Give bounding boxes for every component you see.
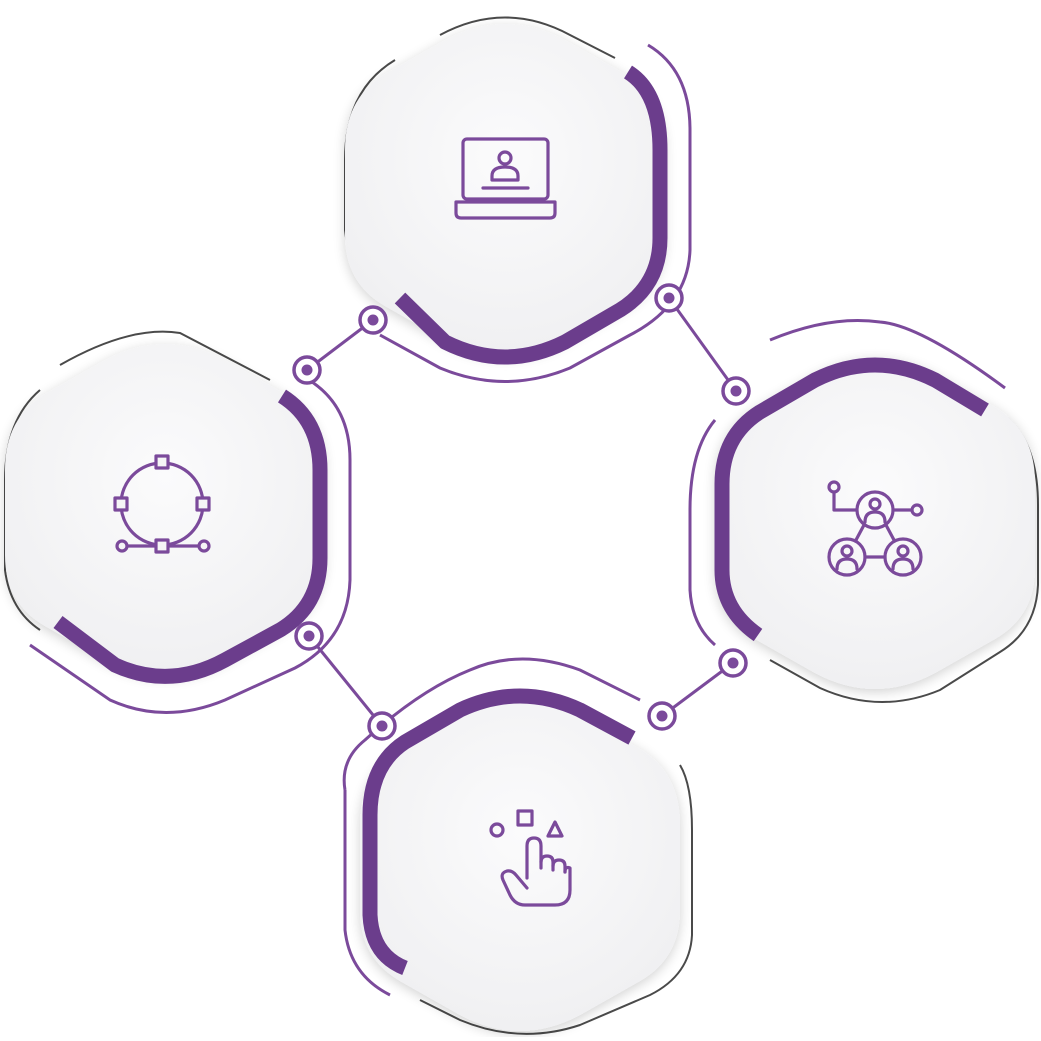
hex-shape-left: [5, 344, 325, 676]
hex-accent-arc-bottom: [362, 688, 636, 975]
hex-outer-ring-bottom-left: [343, 790, 391, 997]
connector-nodes: [292, 283, 751, 741]
connector-node: [721, 376, 751, 406]
connector-node: [294, 621, 324, 651]
connector-node: [654, 283, 684, 313]
hex-shape-right: [715, 357, 1035, 689]
connector-node: [358, 305, 388, 335]
hexagon-node-right: [688, 319, 1039, 703]
connector-node: [718, 648, 748, 678]
hex-accent-ring-left: [29, 373, 352, 714]
hex-outline-left: [59, 330, 271, 381]
hexagon-node-top: [344, 16, 692, 383]
hex-outline-top: [439, 16, 616, 59]
hex-outer-ring-right: [688, 419, 717, 647]
connector-line-right-bottom: [661, 661, 734, 718]
connector-node: [292, 355, 322, 385]
hex-shape-top: [345, 24, 665, 356]
hex-accent-ring-right: [769, 319, 1006, 390]
hex-outline-bottom: [419, 764, 693, 1035]
connector-line-top-right: [667, 297, 738, 392]
hex-accent-ring-bottom: [342, 657, 641, 791]
network-users-icon: [827, 480, 924, 577]
hex-accent-arc-top: [394, 65, 668, 365]
hex-accent-arc-left: [53, 389, 328, 684]
vector-circle-icon: [113, 454, 211, 554]
connector-node: [647, 701, 677, 731]
hexagon-node-left: [4, 330, 352, 714]
connector-node: [367, 711, 397, 741]
hex-accent-arc-right: [714, 357, 989, 642]
hexagon-node-bottom: [342, 657, 693, 1035]
hand-select-shapes-icon: [489, 809, 572, 907]
hex-shape-bottom: [360, 699, 680, 1031]
laptop-user-icon: [454, 137, 557, 220]
